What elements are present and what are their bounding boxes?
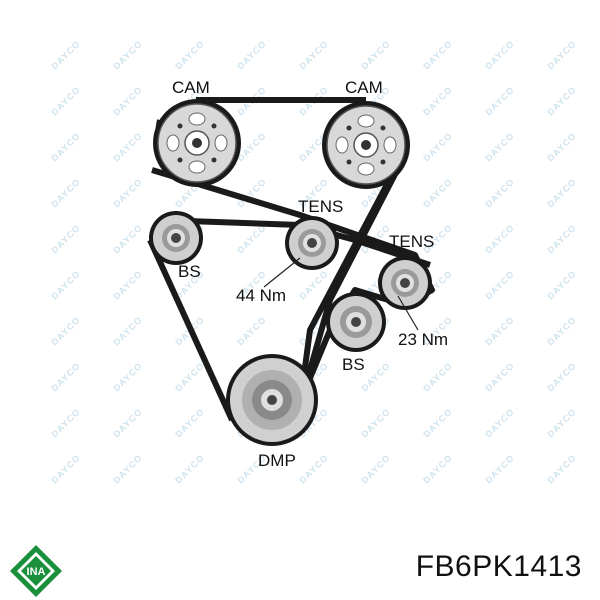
- watermark-text: DAYCO: [545, 176, 578, 209]
- watermark-text: DAYCO: [483, 130, 516, 163]
- label-bs-left: BS: [178, 262, 201, 281]
- watermark-text: DAYCO: [483, 406, 516, 439]
- dmp-crank-pulley: [226, 354, 318, 446]
- watermark-text: DAYCO: [421, 130, 454, 163]
- watermark-text: DAYCO: [111, 406, 144, 439]
- watermark-text: DAYCO: [173, 452, 206, 485]
- watermark-text: DAYCO: [49, 38, 82, 71]
- label-tens-upper: TENS: [298, 197, 343, 216]
- part-number: FB6PK1413: [415, 550, 582, 583]
- watermark-text: DAYCO: [111, 222, 144, 255]
- watermark-text: DAYCO: [421, 360, 454, 393]
- watermark-text: DAYCO: [49, 452, 82, 485]
- watermark-text: DAYCO: [235, 314, 268, 347]
- watermark-text: DAYCO: [483, 452, 516, 485]
- watermark-text: DAYCO: [545, 84, 578, 117]
- watermark-text: DAYCO: [111, 452, 144, 485]
- watermark-text: DAYCO: [545, 222, 578, 255]
- watermark-text: DAYCO: [49, 176, 82, 209]
- watermark-text: DAYCO: [111, 314, 144, 347]
- tensioner-pulley-right: [378, 256, 432, 310]
- label-bs-right: BS: [342, 355, 365, 374]
- watermark-text: DAYCO: [421, 84, 454, 117]
- label-torque-right: 23 Nm: [398, 330, 448, 349]
- label-torque-left: 44 Nm: [236, 286, 286, 305]
- watermark-text: DAYCO: [49, 268, 82, 301]
- label-tens-right: TENS: [389, 232, 434, 251]
- watermark-text: DAYCO: [545, 360, 578, 393]
- watermark-text: DAYCO: [421, 406, 454, 439]
- cam-sprocket-left: [153, 99, 241, 187]
- label-cam-left: CAM: [172, 78, 210, 97]
- cam-sprocket-right: [322, 101, 410, 189]
- tensioner-pulley-upper: [285, 216, 339, 270]
- watermark-text: DAYCO: [173, 360, 206, 393]
- watermark-text: DAYCO: [173, 38, 206, 71]
- watermark-text: DAYCO: [49, 130, 82, 163]
- watermark-text: DAYCO: [483, 176, 516, 209]
- watermark-text: DAYCO: [545, 38, 578, 71]
- watermark-text: DAYCO: [111, 360, 144, 393]
- watermark-text: DAYCO: [359, 406, 392, 439]
- watermark-text: DAYCO: [359, 452, 392, 485]
- watermark-text: DAYCO: [545, 314, 578, 347]
- leader-lines: [263, 257, 419, 331]
- label-cam-right: CAM: [345, 78, 383, 97]
- watermark-text: DAYCO: [235, 38, 268, 71]
- watermark-text: DAYCO: [49, 406, 82, 439]
- ina-logo-text: INA: [27, 566, 46, 578]
- bs-pulley-left: [149, 211, 203, 265]
- watermark-text: DAYCO: [111, 130, 144, 163]
- watermark-text: DAYCO: [483, 314, 516, 347]
- ina-logo: INA: [10, 545, 62, 597]
- watermark-text: DAYCO: [545, 268, 578, 301]
- watermark-text: DAYCO: [111, 176, 144, 209]
- watermark-text: DAYCO: [483, 222, 516, 255]
- watermark-text: DAYCO: [421, 38, 454, 71]
- watermark-text: DAYCO: [297, 38, 330, 71]
- watermark-text: DAYCO: [173, 406, 206, 439]
- watermark-text: DAYCO: [359, 38, 392, 71]
- watermark-text: DAYCO: [49, 84, 82, 117]
- watermark-text: DAYCO: [49, 222, 82, 255]
- watermark-text: DAYCO: [111, 268, 144, 301]
- watermark-text: DAYCO: [297, 452, 330, 485]
- bs-pulley-right: [326, 292, 386, 352]
- watermark-text: DAYCO: [483, 268, 516, 301]
- watermark-text: DAYCO: [483, 360, 516, 393]
- watermark-text: DAYCO: [111, 38, 144, 71]
- watermark-text: DAYCO: [545, 406, 578, 439]
- watermark-text: DAYCO: [111, 84, 144, 117]
- watermark-text: DAYCO: [483, 84, 516, 117]
- watermark-text: DAYCO: [545, 452, 578, 485]
- label-dmp: DMP: [258, 451, 296, 470]
- watermark-text: DAYCO: [49, 314, 82, 347]
- watermark-text: DAYCO: [545, 130, 578, 163]
- watermark-text: DAYCO: [421, 452, 454, 485]
- watermark-text: DAYCO: [421, 176, 454, 209]
- watermark-text: DAYCO: [235, 222, 268, 255]
- watermark-text: DAYCO: [483, 38, 516, 71]
- watermark-text: DAYCO: [49, 360, 82, 393]
